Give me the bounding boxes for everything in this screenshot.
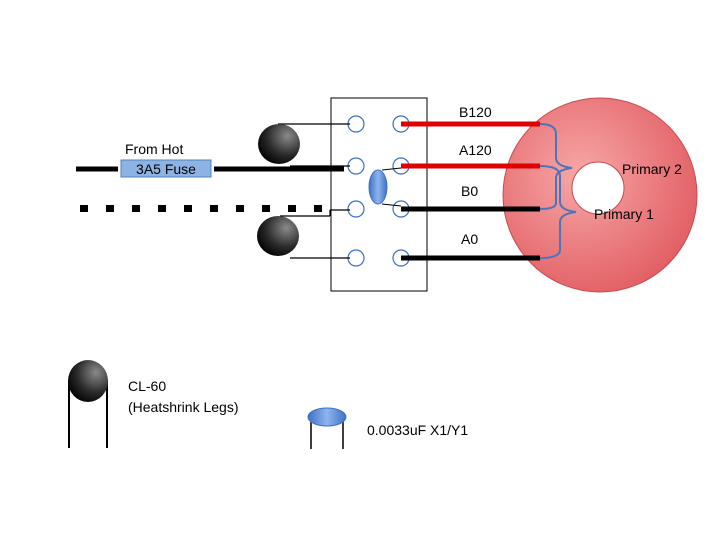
toroid-transformer: [502, 97, 698, 293]
legend-thermistor-name: CL-60: [128, 378, 166, 394]
legend-capacitor: 0.0033uF X1/Y1: [307, 407, 468, 449]
label-a120: A120: [459, 142, 492, 158]
label-from-hot: From Hot: [125, 141, 183, 157]
terminal-hole-l4: [347, 249, 365, 267]
legend-capacitor-label: 0.0033uF X1/Y1: [367, 422, 468, 438]
neutral-dotted-wire: [80, 205, 322, 212]
terminal-hole-l1: [347, 115, 365, 133]
thermistor-top: [258, 123, 350, 167]
primary1-bracket: [539, 165, 577, 259]
fuse: 3A5 Fuse: [120, 159, 212, 178]
thermistor-bottom: [257, 209, 350, 259]
label-b0: B0: [461, 183, 478, 199]
primary-brackets: [539, 123, 577, 259]
primary2-bracket: [539, 123, 573, 210]
legend-thermistor: CL-60 (Heatshrink Legs): [68, 360, 239, 448]
fuse-label: 3A5 Fuse: [136, 161, 196, 177]
label-primary1: Primary 1: [594, 206, 654, 222]
terminal-hole-l2: [347, 157, 365, 175]
terminal-hole-l3: [347, 200, 365, 218]
label-b120: B120: [459, 104, 492, 120]
black-wires: [76, 166, 540, 261]
legend-thermistor-note: (Heatshrink Legs): [128, 399, 239, 415]
label-a0: A0: [461, 231, 478, 247]
x1y1-capacitor: [368, 167, 402, 207]
label-primary2: Primary 2: [622, 161, 682, 177]
red-wires: [401, 121, 540, 169]
